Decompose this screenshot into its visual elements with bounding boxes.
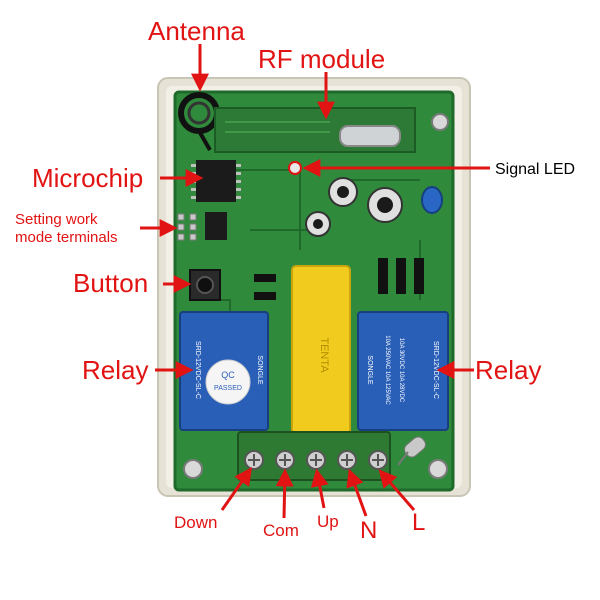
terminal-block — [237, 431, 391, 481]
relay-right-rating1: 10A 250VAC 10A 125VAC — [384, 335, 390, 405]
relay-right-brand: SONGLE — [366, 355, 373, 385]
passed-label: PASSED — [214, 385, 242, 392]
varistor — [397, 436, 426, 466]
arrow-n — [346, 468, 368, 517]
arrow-up — [310, 468, 329, 509]
label-relay-right: Relay — [475, 355, 541, 385]
label-button: Button — [73, 268, 148, 298]
mounting-hole — [428, 459, 448, 479]
electrolytic-capacitor — [367, 187, 403, 223]
mounting-hole — [431, 113, 449, 131]
diodes — [254, 258, 424, 300]
label-l: L — [412, 509, 425, 536]
relay-right-rating2: 10A 30VDC 10A 28VDC — [398, 338, 404, 403]
setting-terminals — [177, 213, 197, 241]
label-down: Down — [174, 513, 217, 532]
relay-left-brand: SONGLE — [256, 355, 263, 385]
label-rf-module: RF module — [258, 44, 385, 74]
relay-right: SONGLE 10A 250VAC 10A 125VAC 10A 30VDC 1… — [357, 311, 449, 431]
microchip — [191, 160, 241, 202]
blue-capacitor — [421, 186, 443, 214]
label-setting-line1: Setting work — [15, 211, 98, 228]
relay-right-model: SRD-12VDC-SL-C — [432, 341, 439, 399]
label-n: N — [360, 517, 377, 544]
arrow-down — [220, 467, 253, 511]
push-button — [189, 269, 221, 301]
rf-module — [214, 107, 416, 153]
relay-left-model: SRD-12VDC-SL-C — [194, 341, 201, 399]
relay-left: QC PASSED SRD-12VDC-SL-C SONGLE — [179, 311, 269, 431]
mounting-hole — [183, 459, 203, 479]
label-relay-left: Relay — [82, 355, 148, 385]
capacitor-marking: TENTA — [318, 337, 330, 373]
arrow-com — [275, 468, 294, 519]
label-setting-line2: mode terminals — [15, 229, 118, 246]
label-up: Up — [317, 512, 339, 531]
label-signal-led: Signal LED — [495, 161, 575, 178]
label-microchip: Microchip — [32, 163, 143, 193]
qc-label: QC — [221, 370, 235, 380]
yellow-x-capacitor: TENTA — [291, 265, 351, 435]
label-antenna: Antenna — [148, 16, 245, 46]
electrolytic-capacitor — [328, 177, 358, 207]
smd-chip — [205, 212, 227, 240]
label-com: Com — [263, 521, 299, 540]
signal-led — [288, 161, 302, 175]
arrow-l — [378, 469, 416, 511]
electrolytic-capacitor — [305, 211, 331, 237]
